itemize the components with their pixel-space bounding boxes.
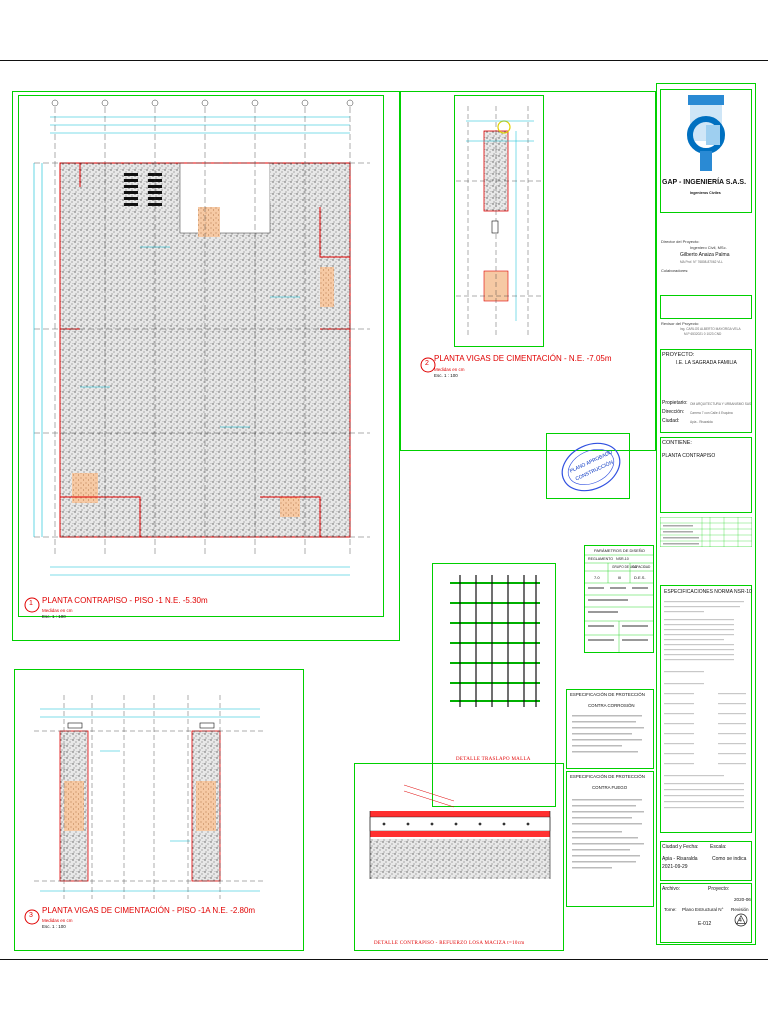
project-number-value: 2020-06 <box>734 897 751 902</box>
plan2-drawing <box>456 106 544 336</box>
design-params-group-value: III <box>618 575 622 580</box>
design-params-capacity-label: CAPACIDAD <box>632 565 651 569</box>
city-date-value2: 2021-09-29 <box>662 864 688 870</box>
design-params-title: PARÁMETROS DE DISEÑO <box>594 548 645 553</box>
design-params-regulation-value: NSR-10 <box>616 557 629 561</box>
company-logo <box>687 95 725 171</box>
address-label: Dirección: <box>662 409 685 415</box>
project-number-label: Proyecto: <box>708 886 730 892</box>
plan3-title: PLANTA VIGAS DE CIMENTACIÓN - PISO -1A N… <box>42 906 256 915</box>
plan3-number: 3 <box>29 912 33 919</box>
reviewer-license: M.P 6532021 0 1023 CND <box>684 332 722 336</box>
corrosion-spec-subtitle: CONTRA CORROSIÓN <box>588 703 635 708</box>
revisions-table <box>660 517 752 547</box>
director-label: Director del Proyecto: <box>661 239 700 244</box>
plan1-units: Medidas en cm <box>42 608 73 613</box>
plan-number-value: E-012 <box>698 921 712 927</box>
malla-detail-title: DETALLE TRASLAPO MALLA <box>456 757 531 762</box>
owner-label: Propietario: <box>662 400 688 406</box>
plan2-inner-frame <box>454 95 544 347</box>
city-label: Ciudad: <box>662 418 680 424</box>
plan1-inner-frame <box>18 95 384 617</box>
approval-stamp <box>561 442 621 492</box>
contrapiso-detail-title: DETALLE CONTRAPISO - REFUERZO LOSA MACIZ… <box>374 941 525 946</box>
reviewer-label: Revisor del Proyecto: <box>661 321 700 326</box>
revision-label: Revisión <box>731 907 749 912</box>
fire-spec-lines <box>572 799 644 869</box>
plan2-number-bubble <box>420 357 436 373</box>
reviewer-name: Ing. CARLOS ALBERTO MAYORGA VELA <box>680 327 741 331</box>
project-name: I.E. LA SAGRADA FAMILIA <box>676 360 737 366</box>
plan2-title: PLANTA VIGAS DE CIMENTACIÓN - N.E. -7.05… <box>434 354 612 363</box>
design-params-aa-value: 7.0 <box>594 575 600 580</box>
city-value: Apia - Risaralda <box>690 420 713 424</box>
spec-lines <box>664 601 746 809</box>
plan3-units: Medidas en cm <box>42 918 73 923</box>
plan-number-label: Plano Estructural N° <box>682 907 724 912</box>
design-params-regulation-label: REGLAMENTO <box>588 557 614 561</box>
project-label: PROYECTO: <box>662 352 695 358</box>
city-date-label: Ciudad y Fecha: <box>662 844 699 850</box>
corrosion-spec-title: ESPECIFICACIÓN DE PROTECCIÓN <box>570 692 645 697</box>
fire-spec-subtitle: CONTRA FUEGO <box>592 785 628 790</box>
contains-box <box>660 437 752 513</box>
spec-box <box>660 585 752 833</box>
plan1-frame <box>12 91 400 641</box>
revision-badge <box>734 913 748 927</box>
plan2-units: Medidas en cm <box>434 367 465 372</box>
collab-box <box>660 295 752 319</box>
plan1-number-bubble <box>24 597 40 613</box>
plan2-number: 2 <box>425 360 429 367</box>
owner-value: OM ARQUITECTURA Y URBANISMO SAS <box>690 402 752 406</box>
corrosion-spec-lines <box>572 715 644 753</box>
titleblock-logo-box <box>660 89 752 213</box>
design-params-grid <box>584 554 654 653</box>
file-box <box>660 883 752 943</box>
scale-label: Escala: <box>710 844 727 850</box>
company-name: GAP - INGENIERÍA S.A.S. <box>662 179 747 186</box>
stamp-frame <box>546 433 630 499</box>
file-label: Archivo: <box>662 886 681 892</box>
plan1-number: 1 <box>29 600 33 607</box>
titleblock-frame <box>656 83 756 945</box>
director-role: Ingeniero Civil, MSc. <box>690 245 727 250</box>
project-box <box>660 349 752 433</box>
plan2-frame <box>400 91 656 451</box>
design-params-zone-label: GRUPO DE USO <box>612 565 637 569</box>
fire-spec-frame <box>566 771 654 907</box>
malla-detail-frame <box>432 563 556 807</box>
malla-detail-drawing <box>450 575 540 707</box>
contrapiso-detail-frame <box>354 763 564 951</box>
plan3-number-bubble <box>24 909 40 925</box>
design-params-capacity-value: D.E.S. <box>634 575 646 580</box>
city-date-box <box>660 841 752 881</box>
spec-title: ESPECIFICACIONES NORMA NSR-10 <box>664 589 752 595</box>
scale-value: Como se indica <box>712 856 747 862</box>
address-value: Carrera 7 con Calle 4 Esquina <box>690 411 733 415</box>
drawing-sheet: 1 PLANTA CONTRAPISO - PISO -1 N.E. -5.30… <box>0 60 768 960</box>
company-subtitle: Ingenieros Civiles <box>690 191 721 195</box>
plan3-drawing <box>34 695 266 899</box>
director-license: MA Prof. N° 76808-87062 VLL <box>680 260 723 264</box>
plan1-scale: Esc. 1 : 100 <box>42 614 66 619</box>
contrapiso-detail-drawing <box>369 784 551 879</box>
fire-spec-title: ESPECIFICACIÓN DE PROTECCIÓN <box>570 774 645 779</box>
tome-label: Tome: <box>664 907 677 912</box>
collaborators-label: Colaboradores: <box>661 268 689 273</box>
plan3-frame <box>14 669 304 951</box>
revision-value: 4 <box>739 918 742 924</box>
plan1-title: PLANTA CONTRAPISO - PISO -1 N.E. -5.30m <box>42 596 208 605</box>
plan2-scale: Esc. 1 : 100 <box>434 373 458 378</box>
corrosion-spec-frame <box>566 689 654 769</box>
director-name: Gilberto Anaiza Palma <box>680 252 730 258</box>
city-date-value1: Apia - Risaralda <box>662 856 698 862</box>
contains-label: CONTIENE: <box>662 440 692 446</box>
plan1-drawing <box>33 99 370 576</box>
contains-value: PLANTA CONTRAPISO <box>662 453 716 459</box>
plan3-scale: Esc. 1 : 100 <box>42 924 66 929</box>
